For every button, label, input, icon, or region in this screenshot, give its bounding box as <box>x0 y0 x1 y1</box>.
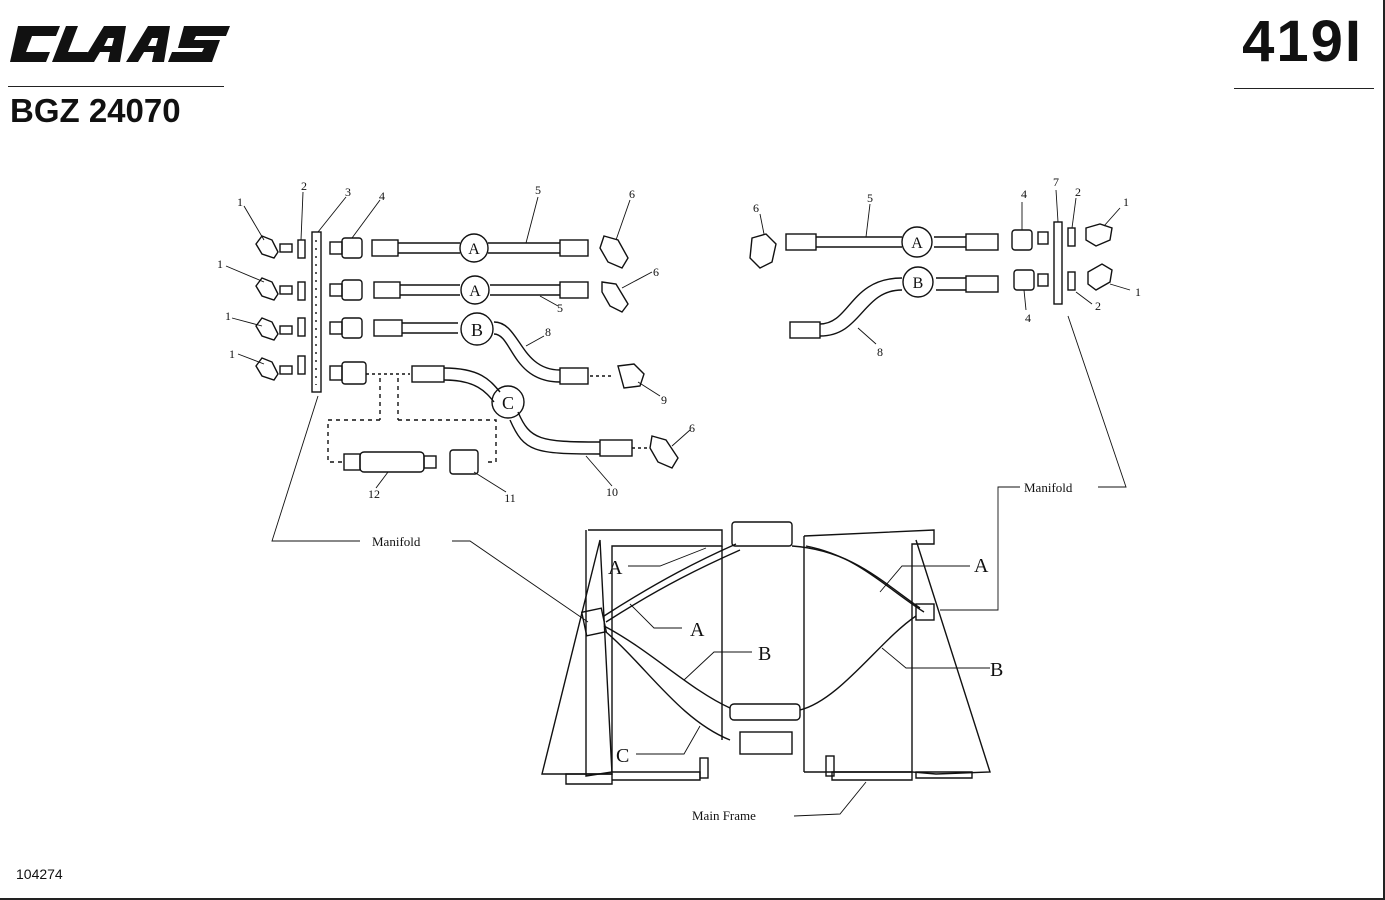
hose-row-1 <box>371 235 629 269</box>
optional-kit-parts <box>343 449 479 475</box>
marker-b-left-label: B <box>471 320 483 340</box>
part-12-label: 12 <box>368 487 380 501</box>
leader-lines-right <box>759 189 1131 345</box>
part-6-label: 6 <box>653 265 659 279</box>
manifold-callout-left <box>271 395 589 623</box>
marker-b-left <box>460 312 494 346</box>
hose-c-label: C <box>616 745 629 767</box>
hose-row-right-b <box>789 275 999 339</box>
marker-a-right <box>901 226 933 258</box>
part-1-label-right: 1 <box>1123 195 1129 209</box>
marker-c <box>491 385 525 419</box>
hose-a-label: A <box>608 557 623 579</box>
seal-rings-left <box>297 239 306 375</box>
part-1-label: 1 <box>237 195 243 209</box>
marker-a-2 <box>460 275 490 305</box>
part-6-label: 6 <box>629 187 635 201</box>
document-code: BGZ 24070 <box>10 92 181 129</box>
part-8-label-right: 8 <box>877 345 883 359</box>
part-11-label: 11 <box>504 491 516 505</box>
elbow-fittings-right <box>1085 223 1113 291</box>
hose-row-right-a <box>749 233 999 269</box>
leader-lines-left <box>225 191 691 493</box>
part-1-label: 1 <box>229 347 235 361</box>
marker-a-1 <box>459 233 489 263</box>
part-number-labels: 1 1 1 1 2 3 4 5 6 6 5 8 9 6 10 11 12 6 5… <box>217 175 1141 505</box>
hose-b-label: B <box>758 643 771 665</box>
part-4-label-right: 4 <box>1025 311 1031 325</box>
marker-a-1-label: A <box>468 241 480 258</box>
header-rule-left <box>8 86 224 87</box>
hose-row-3 <box>373 319 645 389</box>
marker-b-right-label: B <box>913 275 924 292</box>
part-9-label: 9 <box>661 393 667 407</box>
marker-c-label: C <box>502 393 514 413</box>
seal-rings-right <box>1037 227 1076 291</box>
hose-row-2 <box>373 281 629 313</box>
circle-letters: A A B C A B <box>468 235 923 413</box>
page-number: 419I <box>1242 9 1363 74</box>
part-8-label: 8 <box>545 325 551 339</box>
part-2-label-right: 2 <box>1075 185 1081 199</box>
manifold-label-left: Manifold <box>372 534 421 549</box>
hose-a-label: A <box>974 555 989 577</box>
adapters-right <box>1011 229 1035 291</box>
right-assembly <box>749 189 1131 611</box>
part-3-label: 3 <box>345 185 351 199</box>
part-1-label-right: 1 <box>1135 285 1141 299</box>
hose-letter-labels: A A B C A B <box>608 555 1003 767</box>
adapters-left <box>329 237 367 385</box>
callout-labels: Manifold Manifold Main Frame <box>372 480 1073 823</box>
part-1-label: 1 <box>217 257 223 271</box>
hose-b-label: B <box>990 659 1003 681</box>
optional-kit <box>327 378 497 463</box>
part-10-label: 10 <box>606 485 618 499</box>
part-2-label-right: 2 <box>1095 299 1101 313</box>
elbow-fittings-left <box>255 235 293 381</box>
part-1-label: 1 <box>225 309 231 323</box>
part-4-label: 4 <box>379 189 385 203</box>
claas-logo <box>10 26 230 62</box>
drawing-number: 104274 <box>16 866 63 882</box>
part-6-label-right: 6 <box>753 201 759 215</box>
part-5-label-right: 5 <box>867 191 873 205</box>
main-frame-label: Main Frame <box>692 808 756 823</box>
main-frame-layout <box>541 521 991 817</box>
manifold-label-right: Manifold <box>1024 480 1073 495</box>
manifold-callout-right <box>940 315 1127 611</box>
part-7-label: 7 <box>1053 175 1059 189</box>
manifold-bar-left <box>311 231 322 393</box>
part-2-label: 2 <box>301 179 307 193</box>
part-4-label-right: 4 <box>1021 187 1027 201</box>
part-5-label: 5 <box>535 183 541 197</box>
manifold-bar-right <box>1053 221 1063 305</box>
part-5-label: 5 <box>557 301 563 315</box>
left-assembly <box>225 191 691 623</box>
part-6-label: 6 <box>689 421 695 435</box>
hose-a-label: A <box>690 619 705 641</box>
header-rule-right <box>1234 88 1374 89</box>
marker-b-right <box>902 266 934 298</box>
marker-a-right-label: A <box>911 235 923 252</box>
frame-callouts <box>628 547 990 817</box>
marker-a-2-label: A <box>469 283 481 300</box>
hose-row-4 <box>366 365 679 469</box>
